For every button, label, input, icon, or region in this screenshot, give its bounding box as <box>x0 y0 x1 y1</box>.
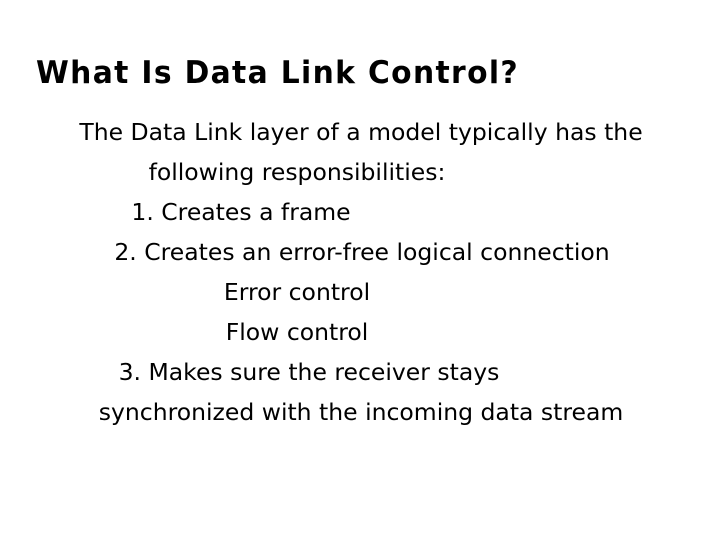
list-item-1: 1. Creates a frame <box>131 198 351 226</box>
slide-body-text: The Data Link layer of a model typically… <box>0 112 720 432</box>
list-item-2: 2. Creates an error-free logical connect… <box>114 238 610 266</box>
body-line-intro-2: following responsibilities: <box>148 158 446 186</box>
body-line-intro-1: The Data Link layer of a model typically… <box>79 118 643 146</box>
list-item-3: 3. Makes sure the receiver stays <box>118 358 500 386</box>
sub-item-flow-control: Flow control <box>225 318 369 346</box>
slide-title: What Is Data Link Control? <box>36 55 520 91</box>
list-item-3-continuation: synchronized with the incoming data stre… <box>98 398 624 426</box>
sub-item-error-control: Error control <box>223 278 371 306</box>
